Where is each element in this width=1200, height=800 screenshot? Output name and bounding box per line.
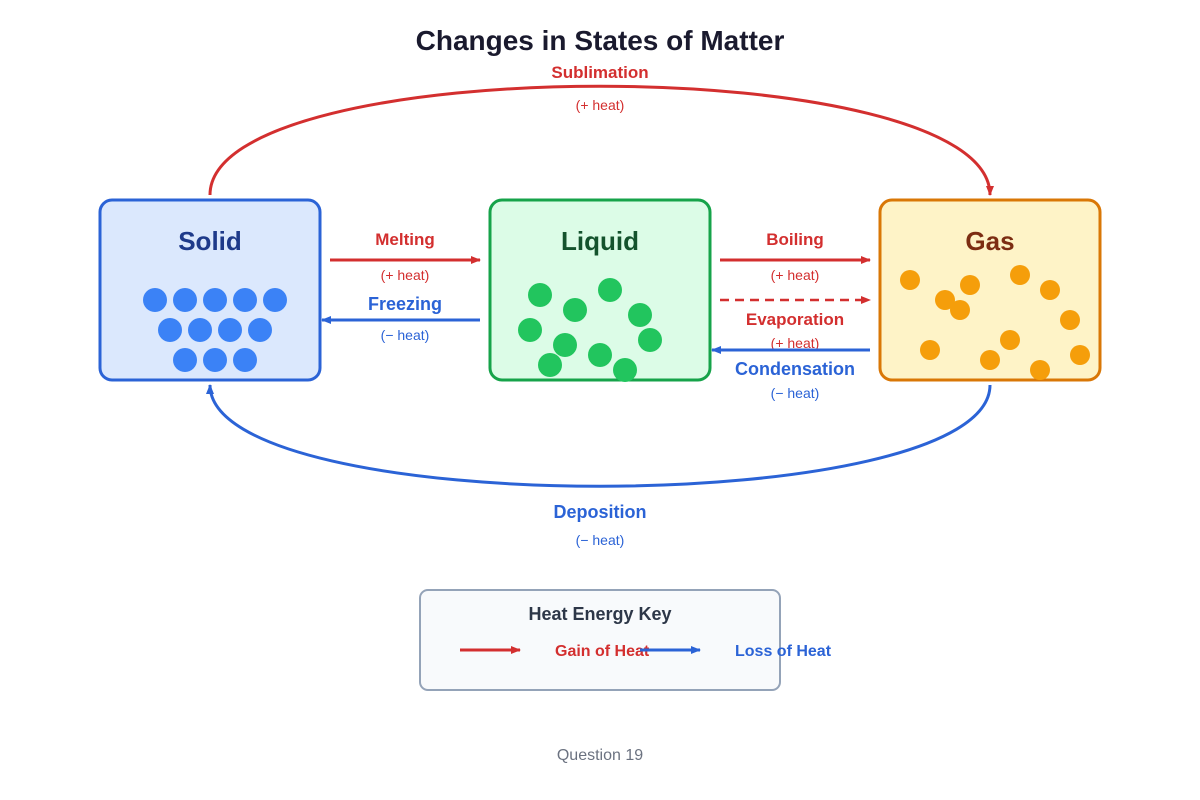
gas-label: Gas <box>965 226 1014 256</box>
solid-state-box: Solid <box>98 198 322 382</box>
question-number: Question 19 <box>557 747 643 764</box>
key-title: Heat Energy Key <box>528 604 671 624</box>
sublimation-heat: (+ heat) <box>576 97 625 113</box>
heat-energy-key: Heat Energy Key Gain of Heat Loss of Hea… <box>419 589 832 691</box>
freezing-heat: (− heat) <box>381 327 430 343</box>
solid-particles <box>143 288 287 372</box>
liquid-state-box: Liquid <box>488 198 712 382</box>
gas-state-box: Gas <box>878 198 1102 382</box>
page-title: Changes in States of Matter <box>416 25 785 56</box>
condensation-heat: (− heat) <box>771 385 820 401</box>
gas-particles <box>900 265 1090 380</box>
boiling-heat: (+ heat) <box>771 267 820 283</box>
boiling-label: Boiling <box>766 230 824 249</box>
sublimation-arrow <box>208 84 994 196</box>
solid-label: Solid <box>178 226 242 256</box>
freezing-label: Freezing <box>368 294 442 314</box>
deposition-heat: (− heat) <box>576 532 625 548</box>
evaporation-heat: (+ heat) <box>771 335 820 351</box>
evaporation-label: Evaporation <box>746 310 844 329</box>
liquid-label: Liquid <box>561 226 639 256</box>
deposition-label: Deposition <box>554 502 647 522</box>
key-loss-label: Loss of Heat <box>735 643 832 660</box>
deposition-arrow <box>206 384 992 488</box>
melting-heat: (+ heat) <box>381 267 430 283</box>
condensation-label: Condensation <box>735 359 855 379</box>
melting-label: Melting <box>375 230 435 249</box>
key-gain-label: Gain of Heat <box>555 643 650 660</box>
liquid-particles <box>518 278 662 382</box>
sublimation-label: Sublimation <box>551 63 648 82</box>
